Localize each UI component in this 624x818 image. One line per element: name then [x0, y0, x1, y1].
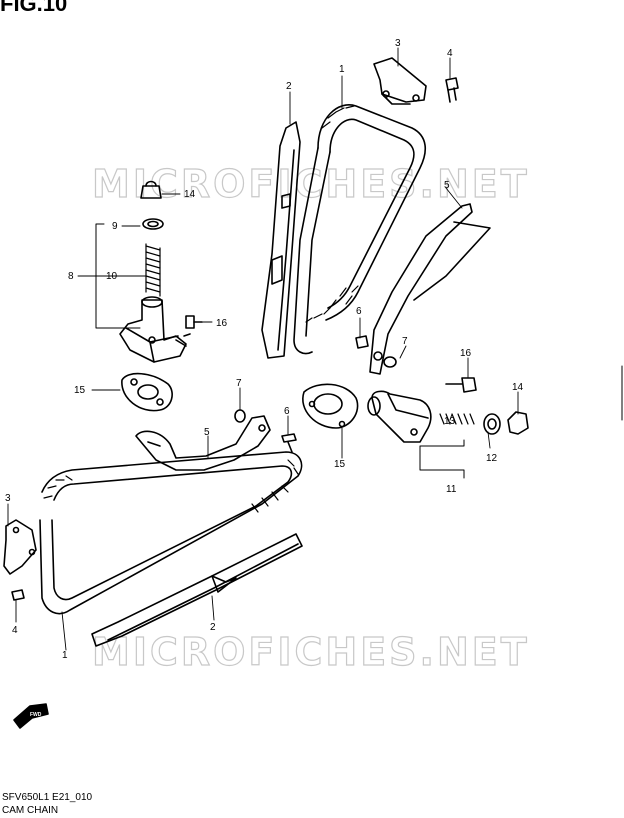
right-guide-bolt	[355, 335, 369, 349]
left-tensioner-washer	[142, 218, 164, 230]
right-tensioner-bolt	[507, 411, 529, 435]
lower-guide-washer	[234, 409, 246, 423]
callout-2-upper: 2	[286, 81, 292, 92]
callout-6-right: 6	[356, 306, 362, 317]
upper-tensioner-guide	[369, 203, 491, 375]
callout-13: 13	[444, 416, 456, 427]
callout-4-upper: 4	[447, 48, 453, 59]
upper-cam-chain	[293, 104, 427, 355]
diagram-title: CAM CHAIN	[2, 805, 59, 816]
left-tensioner-gasket	[121, 372, 173, 412]
callout-2-lower: 2	[210, 622, 216, 633]
upper-bracket	[373, 57, 427, 105]
callout-5-upper: 5	[444, 180, 450, 191]
lower-chain-guide	[91, 533, 303, 647]
leader-lines	[7, 47, 519, 651]
fwd-arrow	[13, 703, 49, 729]
lower-cam-chain	[39, 451, 303, 615]
callout-5-lower: 5	[204, 427, 210, 438]
callout-8: 8	[68, 271, 74, 282]
fwd-label: FWD	[30, 712, 42, 718]
left-tensioner-body	[119, 296, 191, 363]
left-tensioner-bolt	[140, 180, 162, 199]
callout-3-upper: 3	[395, 38, 401, 49]
right-tensioner-spring	[439, 413, 475, 425]
lower-tensioner-guide	[135, 415, 271, 471]
watermark-bottom: MICROFICHES.NET	[92, 630, 530, 674]
callout-7-right: 7	[402, 336, 408, 347]
callout-12: 12	[486, 453, 498, 464]
callout-10: 10	[106, 271, 118, 282]
right-tensioner-washer	[483, 413, 501, 435]
right-guide-washer	[383, 356, 397, 368]
callout-1-lower: 1	[62, 650, 68, 661]
lower-guide-bolt	[281, 433, 297, 453]
callout-14-left: 14	[184, 189, 196, 200]
callout-1-upper: 1	[339, 64, 345, 75]
callout-16-right: 16	[460, 348, 472, 359]
callout-9: 9	[112, 221, 118, 232]
figure-title: FIG.10	[0, 0, 68, 16]
right-tensioner-gasket	[302, 383, 359, 429]
right-tensioner-body	[367, 390, 432, 443]
callout-15-left: 15	[74, 385, 86, 396]
callout-3-lower: 3	[5, 493, 11, 504]
callout-14-right: 14	[512, 382, 524, 393]
left-tensioner-spring	[145, 243, 161, 297]
callout-16-left: 16	[216, 318, 228, 329]
diagram-code: SFV650L1 E21_010	[2, 792, 93, 803]
lower-bracket	[3, 519, 37, 575]
upper-bolt	[445, 77, 459, 103]
callout-15-right: 15	[334, 459, 346, 470]
callout-7-left: 7	[236, 378, 242, 389]
upper-chain-guide	[261, 121, 301, 359]
lower-bolt	[11, 589, 25, 601]
callout-4-lower: 4	[12, 625, 18, 636]
right-tensioner-screw	[445, 377, 477, 393]
callout-6-left: 6	[284, 406, 290, 417]
callout-11: 11	[446, 484, 457, 495]
